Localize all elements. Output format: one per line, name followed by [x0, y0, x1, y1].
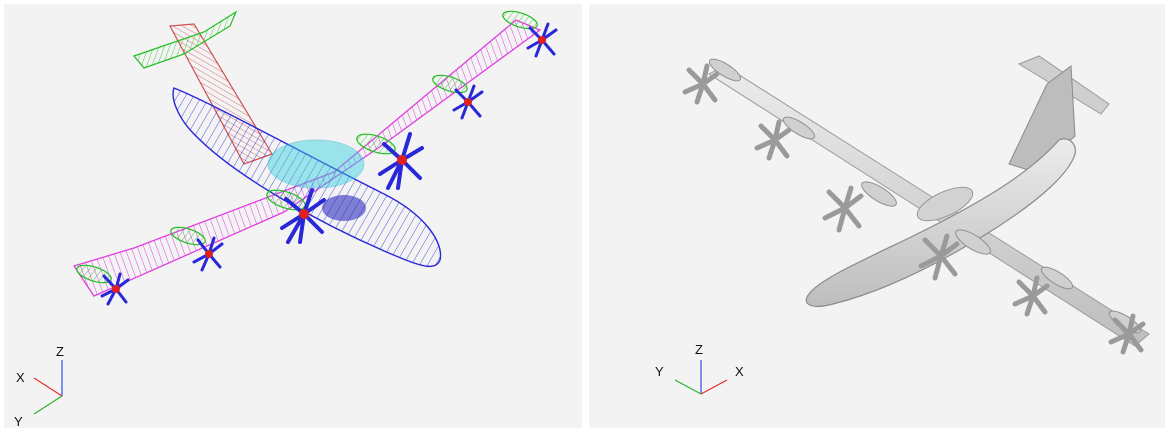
propeller-4 [918, 233, 960, 281]
y-axis-line [674, 379, 702, 395]
z-axis-label: Z [695, 342, 703, 357]
nacelles [708, 58, 1142, 334]
x-axis-line [33, 377, 63, 397]
fuselage [172, 87, 442, 267]
fuselage-belly [322, 195, 366, 221]
hub [299, 209, 309, 219]
y-axis-line [33, 395, 63, 415]
engine-6 [502, 10, 558, 58]
nacelle-4 [955, 229, 991, 255]
engine-3 [266, 188, 326, 244]
x-axis-label: X [16, 370, 25, 385]
hub [464, 98, 472, 106]
hub [112, 285, 120, 293]
propeller-2 [754, 119, 792, 161]
nacelle-5 [1040, 266, 1074, 290]
nacelle-2 [782, 116, 816, 140]
y-axis-label: Y [14, 414, 23, 428]
nacelle [502, 10, 538, 30]
nacelle [356, 133, 396, 155]
horizontal-tail [132, 10, 238, 69]
shaded-aircraft-svg: Z X Y [655, 55, 1150, 395]
hub [538, 36, 546, 44]
wireframe-aircraft-svg: Z X Y [14, 10, 558, 428]
wing-root-fairing [916, 186, 974, 222]
nacelle [76, 264, 112, 284]
x-axis-line [700, 379, 728, 395]
y-axis-label: Y [655, 364, 664, 379]
engine-2 [170, 226, 224, 272]
fuselage [805, 138, 1076, 307]
propeller-5 [1012, 275, 1050, 317]
hub [397, 155, 407, 165]
nacelle [432, 74, 468, 94]
wing [72, 19, 542, 297]
engine-4 [356, 132, 424, 190]
hub [205, 250, 213, 258]
axis-triad: Z X Y [14, 344, 64, 428]
propeller-3 [822, 185, 864, 233]
x-axis-label: X [735, 364, 744, 379]
z-axis-label: Z [56, 344, 64, 359]
nacelle-1 [708, 58, 742, 82]
engine-1 [76, 264, 130, 306]
engine-5 [432, 74, 484, 120]
axis-triad: Z X Y [655, 342, 744, 395]
nacelle-3 [861, 181, 897, 207]
wireframe-viewport[interactable]: Z X Y [4, 4, 582, 428]
wing-root-fairing [267, 139, 365, 189]
propellers [682, 63, 1146, 355]
shaded-viewport[interactable]: Z X Y [589, 4, 1165, 428]
propeller-1 [682, 63, 720, 105]
propeller-6 [1108, 313, 1146, 355]
